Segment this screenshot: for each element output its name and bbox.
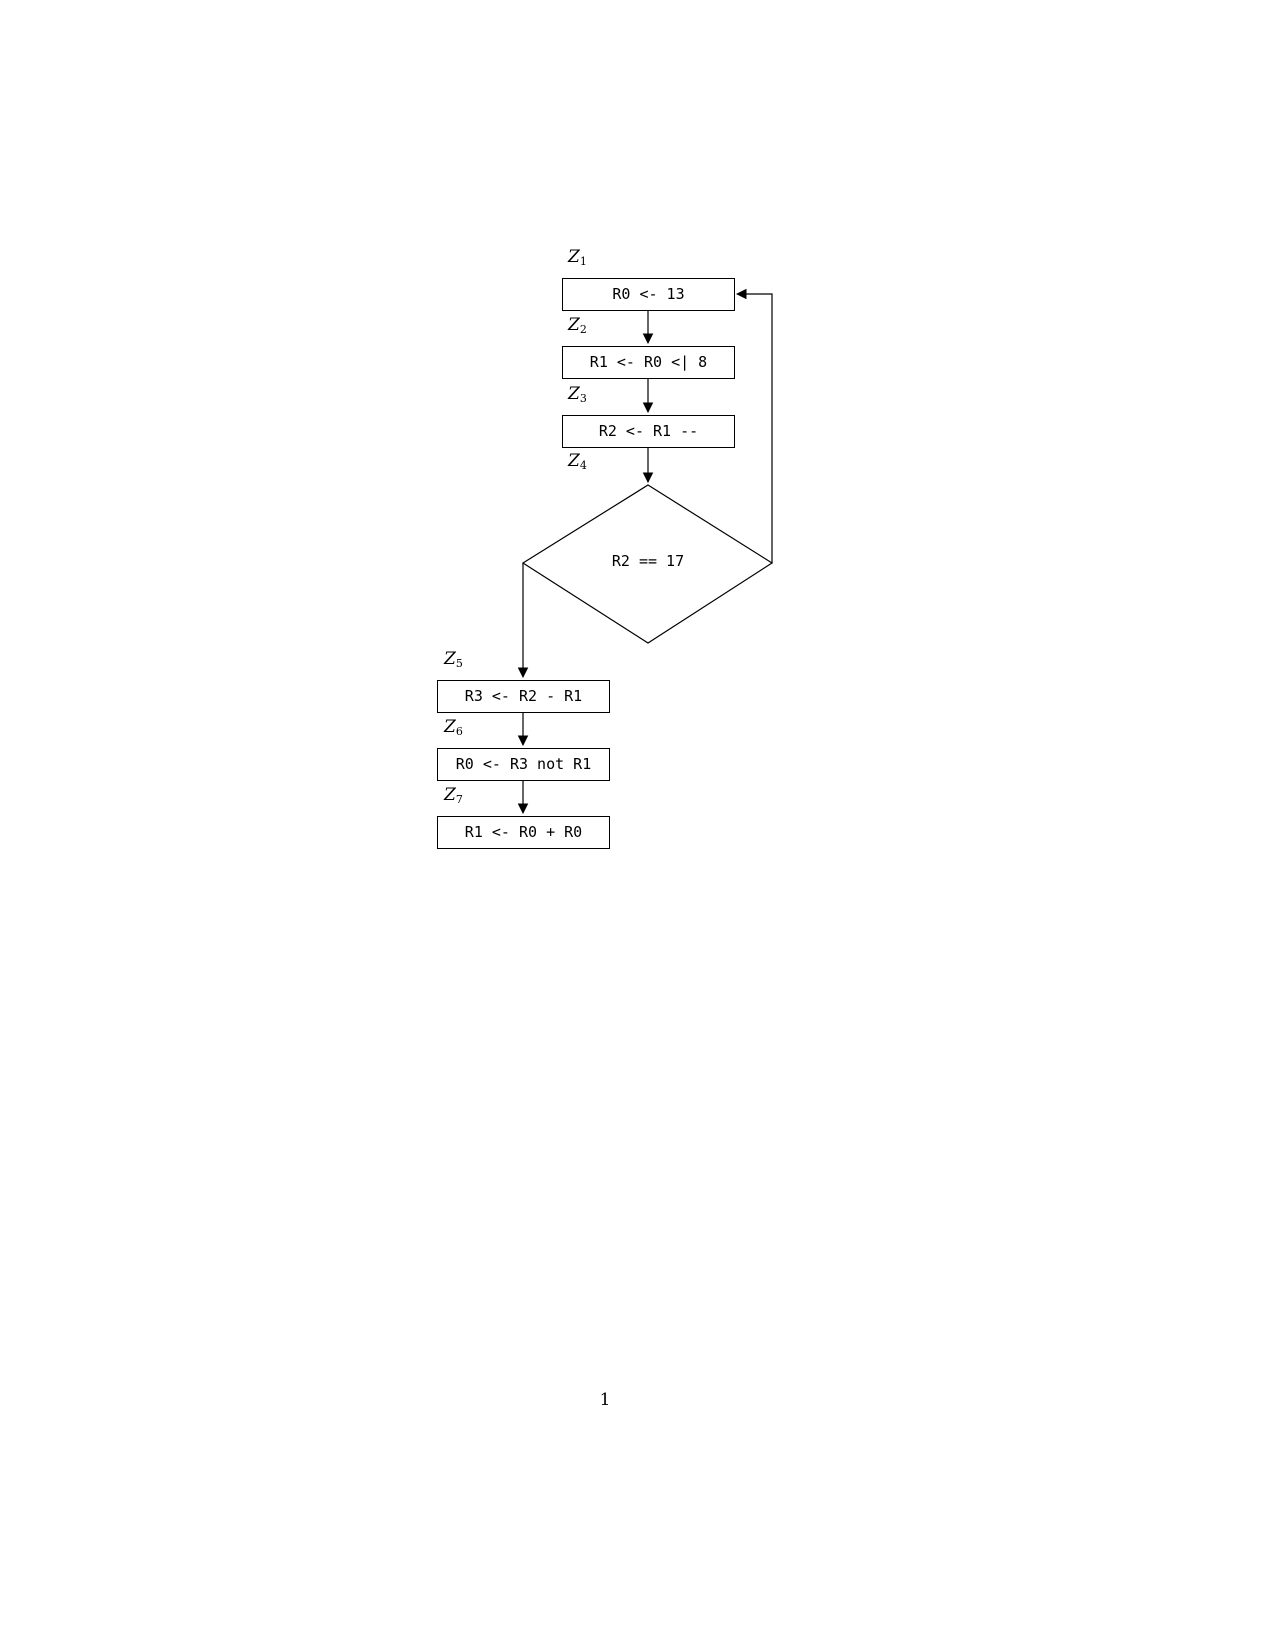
node-label-z7: Z7 [444,785,463,806]
node-z3-text: R2 <- R1 -- [598,422,699,440]
node-z7: R1 <- R0 + R0 [437,816,610,849]
node-label-z1: Z1 [568,247,587,268]
node-label-z2-sub: 2 [579,323,587,336]
node-z2: R1 <- R0 <| 8 [562,346,735,379]
node-z5-text: R3 <- R2 - R1 [464,687,583,705]
node-z6-text: R0 <- R3 not R1 [455,755,592,773]
node-z1-text: R0 <- 13 [612,285,685,303]
node-label-z6-base: Z [444,717,456,737]
node-z5: R3 <- R2 - R1 [437,680,610,713]
node-label-z4-base: Z [568,451,580,471]
node-label-z6: Z6 [444,717,463,738]
node-label-z4: Z4 [568,451,587,472]
node-label-z5: Z5 [444,649,463,670]
node-z2-text: R1 <- R0 <| 8 [589,353,708,371]
node-z1: R0 <- 13 [562,278,735,311]
node-label-z6-sub: 6 [455,725,463,738]
node-label-z2: Z2 [568,315,587,336]
edge-z4-z1-loop [735,288,773,563]
node-z4-text: R2 == 17 [611,552,685,570]
page-number: 1 [599,1390,611,1410]
node-label-z5-base: Z [444,649,456,669]
node-z3: R2 <- R1 -- [562,415,735,448]
node-label-z3-sub: 3 [579,392,587,405]
node-z4-diamond [521,484,774,644]
node-label-z1-sub: 1 [579,255,587,268]
node-z6: R0 <- R3 not R1 [437,748,610,781]
node-label-z4-sub: 4 [579,459,587,472]
node-label-z7-sub: 7 [455,793,463,806]
node-label-z3-base: Z [568,384,580,404]
node-label-z2-base: Z [568,315,580,335]
node-label-z3: Z3 [568,384,587,405]
node-z7-text: R1 <- R0 + R0 [464,823,583,841]
node-label-z1-base: Z [568,247,580,267]
node-label-z7-base: Z [444,785,456,805]
node-label-z5-sub: 5 [455,657,463,670]
